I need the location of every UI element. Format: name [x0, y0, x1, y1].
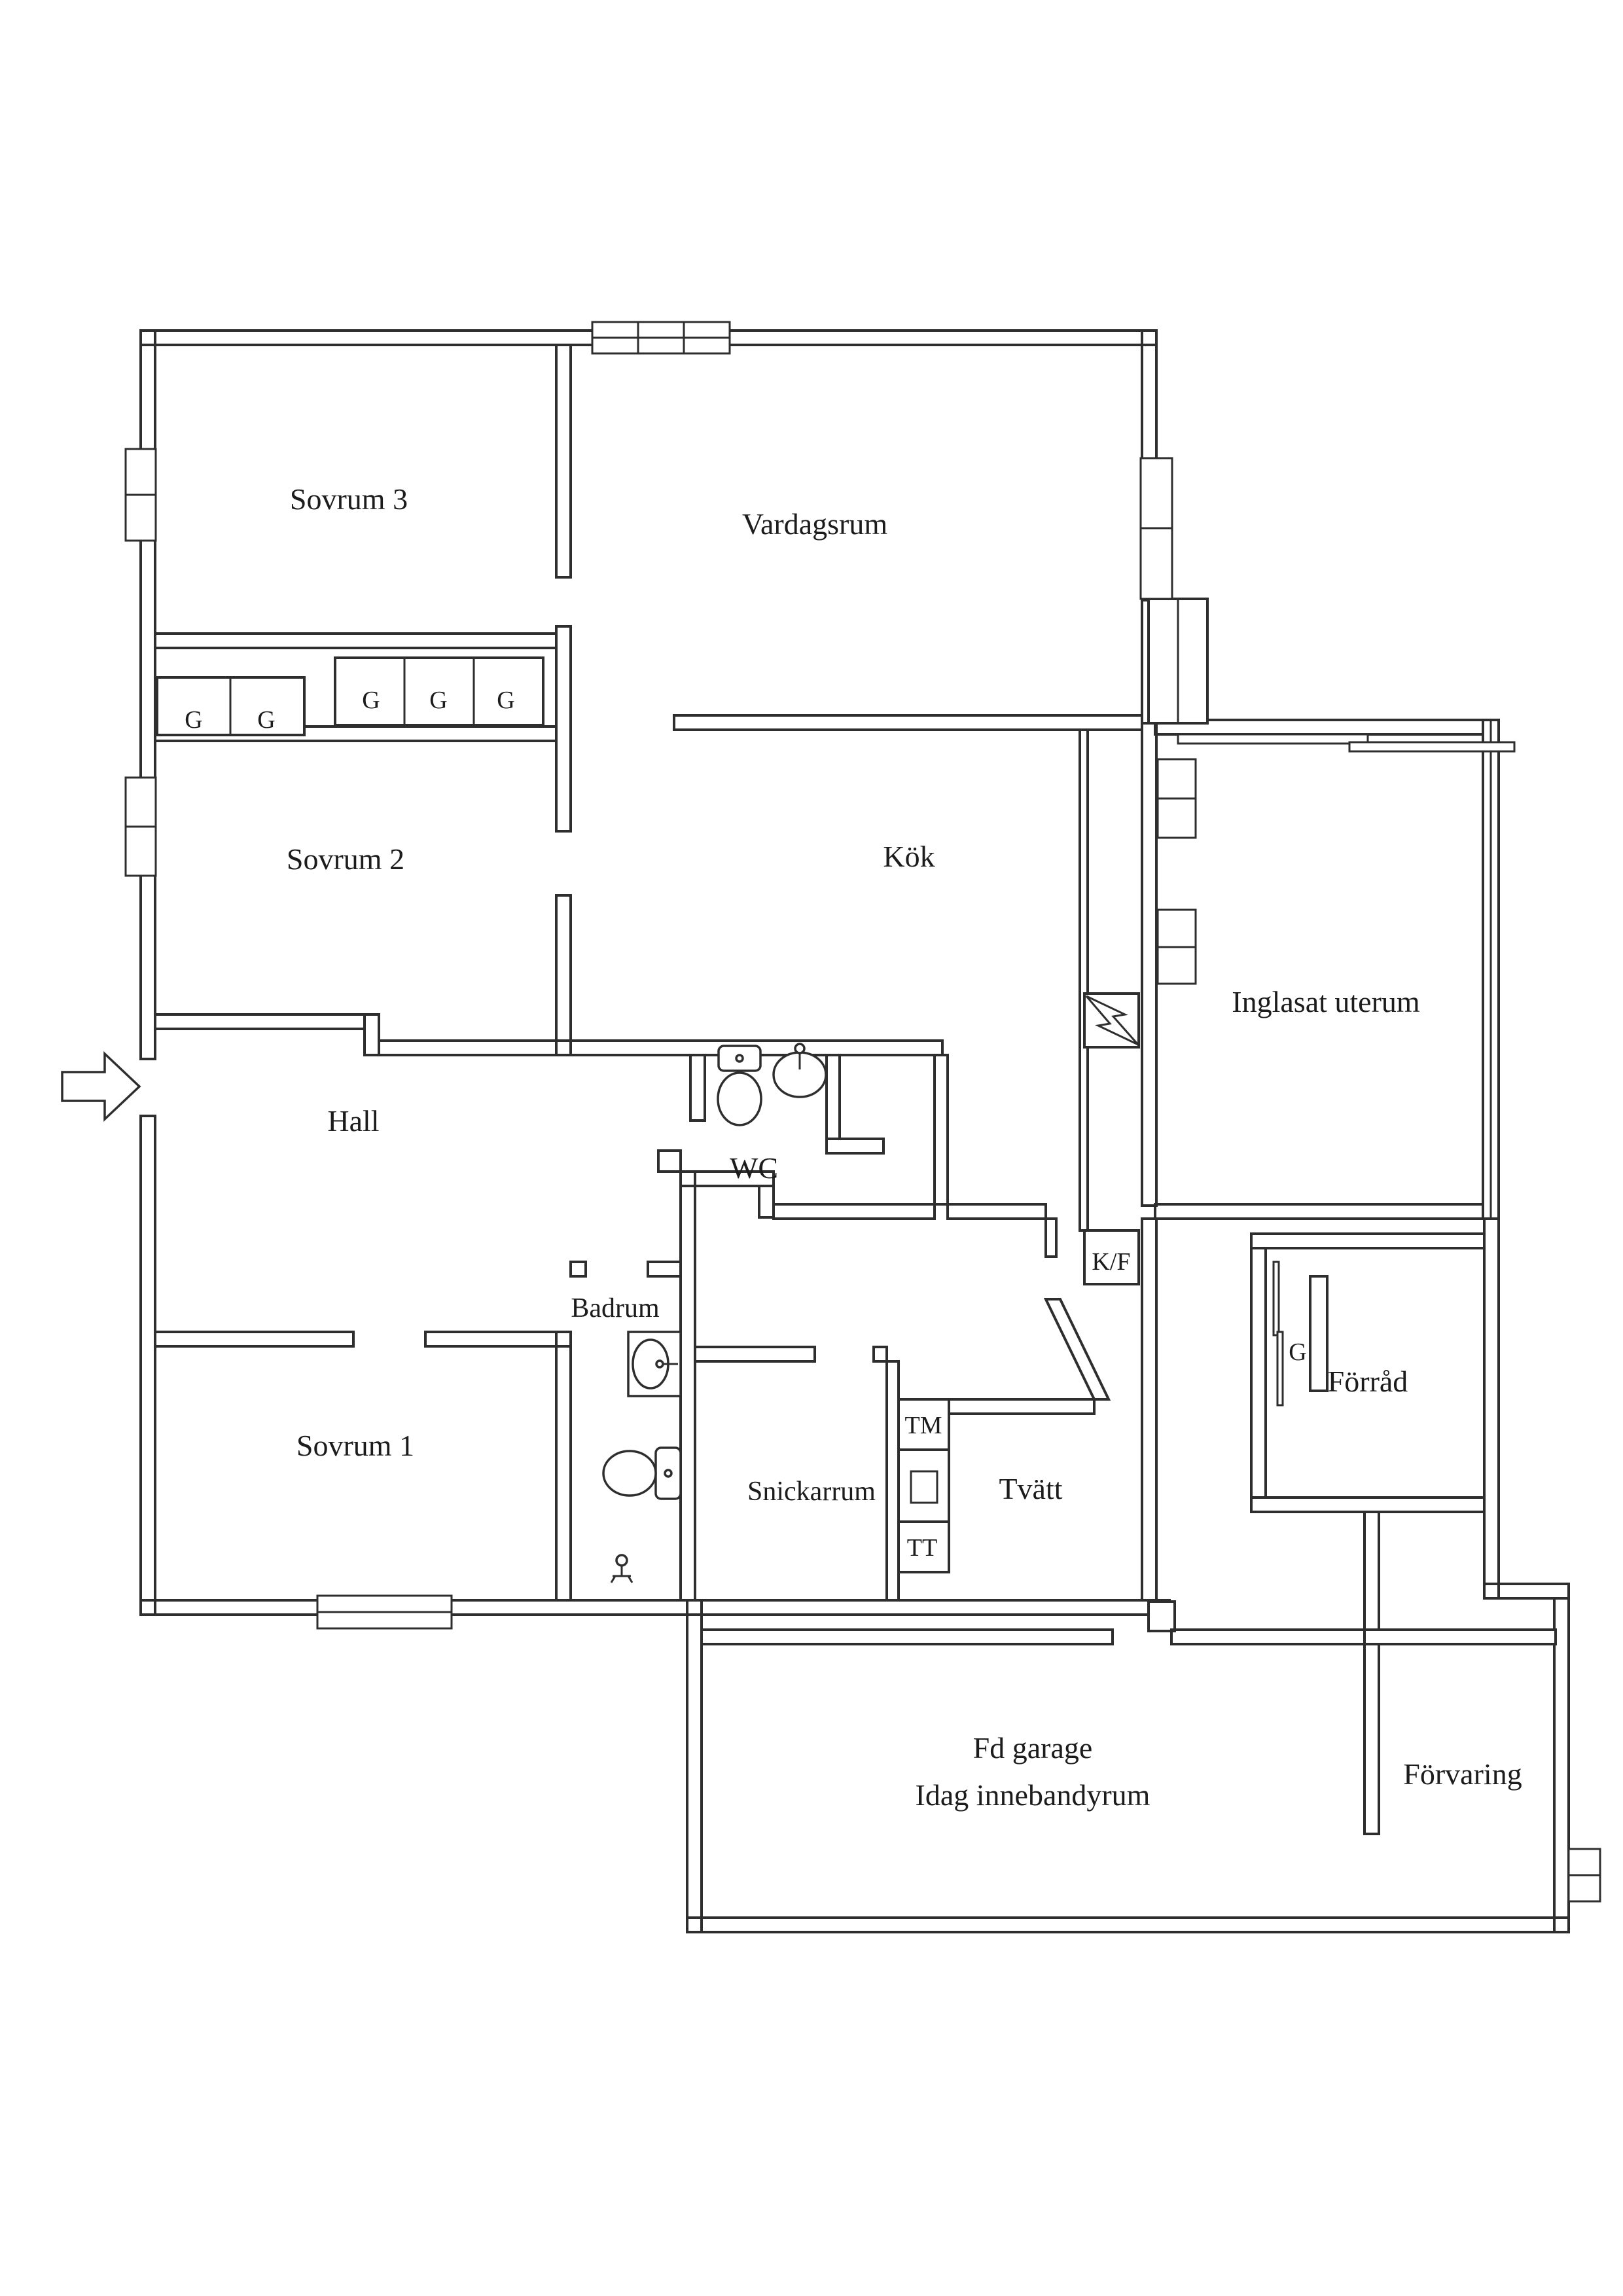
sliding-door-icon: [1272, 1261, 1280, 1336]
kf-cabinet: [1083, 1229, 1140, 1285]
badrum-fixtures: [602, 1331, 682, 1583]
room-label-sovrum1: Sovrum 1: [296, 1429, 414, 1462]
room-label-kok: Kök: [883, 840, 935, 873]
sliding-doors: [1177, 733, 1516, 1407]
label-kf: K/F: [1092, 1248, 1130, 1276]
room-label-uterum: Inglasat uterum: [1232, 985, 1420, 1018]
closet-label-g: G: [497, 687, 514, 714]
toilet-button: [664, 1469, 673, 1478]
toilet-button: [735, 1054, 744, 1063]
wall-segment-partition: [154, 344, 1557, 1835]
closet-label-g: G: [257, 706, 275, 734]
room-label-vardagsrum: Vardagsrum: [742, 507, 887, 541]
lightning-icon: [1085, 995, 1139, 1046]
windows: [124, 321, 1601, 1903]
closets: [156, 656, 1140, 1573]
tt-appliance-box: [897, 1520, 950, 1573]
sliding-door-icon: [1177, 733, 1369, 745]
entry-arrow-icon: [61, 1050, 141, 1122]
label-forrad-g: G: [1289, 1338, 1306, 1366]
room-label-garage-1: Fd garage: [973, 1731, 1093, 1765]
closet-label-g: G: [429, 687, 447, 714]
sliding-door-icon: [1276, 1331, 1284, 1407]
tm-appliance-box: [897, 1398, 950, 1451]
room-label-hall: Hall: [327, 1104, 379, 1138]
closet-triple-dividers: [403, 658, 475, 725]
room-label-sovrum3: Sovrum 3: [290, 482, 408, 516]
closet-triple-box: [334, 656, 544, 726]
floor-drain-legs: [610, 1566, 633, 1583]
partition-walls: [154, 344, 1557, 1835]
sink-faucet-knob: [655, 1359, 664, 1369]
room-label-garage-2: Idag innebandyrum: [916, 1778, 1150, 1812]
label-tm: TM: [905, 1412, 942, 1439]
floor-drain-icon: [615, 1554, 628, 1567]
room-label-snickarrum: Snickarrum: [747, 1477, 876, 1507]
laundry-sink-basin: [910, 1470, 938, 1504]
room-label-badrum: Badrum: [571, 1293, 660, 1323]
room-label-tvatt: Tvätt: [999, 1472, 1062, 1505]
room-label-sovrum2: Sovrum 2: [287, 842, 404, 876]
outer-walls: [139, 329, 1570, 1933]
label-tt: TT: [907, 1534, 937, 1562]
room-label-forrad: Förråd: [1328, 1365, 1408, 1398]
room-labels: Sovrum 3 Vardagsrum Sovrum 2 Kök Inglasa…: [185, 482, 1522, 1812]
wc-fixtures: [717, 1043, 827, 1126]
closet-label-g: G: [362, 687, 380, 714]
sink-faucet-knob: [794, 1043, 806, 1054]
window-divider: [592, 322, 730, 353]
closet-label-g: G: [185, 706, 202, 734]
room-label-wc: WC: [730, 1151, 778, 1185]
room-label-forvaring: Förvaring: [1403, 1757, 1522, 1791]
sliding-door-icon: [1348, 741, 1516, 753]
toilet-bowl: [717, 1071, 762, 1126]
toilet-bowl: [602, 1450, 657, 1497]
